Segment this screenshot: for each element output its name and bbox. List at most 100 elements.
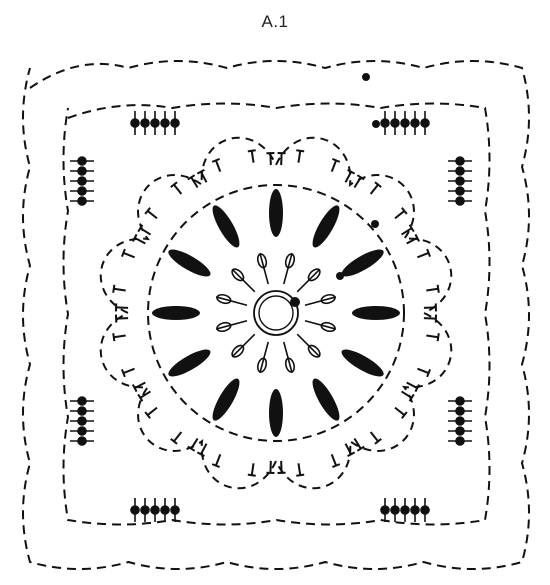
- treble-stitch-bar: [426, 369, 431, 378]
- treble-stitch: [123, 251, 135, 259]
- treble-stitch: [394, 406, 405, 416]
- treble-stitch: [297, 463, 302, 476]
- fan-node: [170, 505, 180, 515]
- puff-cluster: [307, 268, 321, 282]
- bobble-stitch: [341, 349, 384, 377]
- treble-stitch: [113, 287, 126, 292]
- fan-node: [77, 426, 87, 436]
- treble-stitch-bar: [121, 369, 126, 378]
- bobble-stitch: [341, 249, 384, 277]
- treble-stitch-bar: [187, 445, 196, 452]
- fan-node: [77, 186, 87, 196]
- treble-stitch: [369, 431, 379, 442]
- fan-node: [77, 436, 87, 446]
- cluster-stem: [282, 252, 293, 285]
- treble-stitch-bar: [144, 207, 151, 215]
- treble-stitch: [123, 367, 135, 375]
- cluster-stem: [304, 319, 337, 330]
- fan-node: [455, 156, 465, 166]
- treble-stitch-bar: [347, 451, 356, 458]
- treble-stitch-bar: [374, 438, 382, 445]
- treble-stitch-bar: [296, 473, 305, 477]
- treble-stitch-bar: [137, 224, 144, 233]
- treble-stitch-bar: [356, 445, 365, 452]
- treble-stitch-bar: [211, 463, 220, 468]
- treble-stitch: [147, 210, 158, 220]
- cluster-stem: [259, 341, 270, 374]
- puff-cluster: [320, 293, 336, 305]
- treble-stitch: [417, 251, 429, 259]
- cluster-stem: [215, 319, 248, 330]
- treble-stitch: [200, 443, 208, 455]
- fan-node: [400, 505, 410, 515]
- puff-cluster: [320, 321, 336, 333]
- treble-stitch: [113, 334, 126, 339]
- fan-node: [390, 118, 400, 128]
- treble-stitch-bar: [356, 174, 365, 181]
- puff-cluster: [231, 344, 245, 358]
- fan-node: [170, 118, 180, 128]
- treble-stitch-bar: [131, 384, 138, 393]
- treble-stitch-bar: [247, 473, 256, 477]
- treble-stitch-bar: [187, 174, 196, 181]
- bobble-stitch: [312, 205, 340, 248]
- treble-stitch-bar: [347, 168, 356, 175]
- treble-stitch: [134, 237, 146, 245]
- flower-petals-path: [99, 136, 453, 490]
- bobble-stitch: [312, 378, 340, 421]
- treble-stitch: [426, 334, 439, 339]
- fan-node: [77, 406, 87, 416]
- fan-node: [455, 166, 465, 176]
- corner-fans: [70, 111, 472, 522]
- fan-node: [455, 176, 465, 186]
- bobble-stitch: [152, 306, 200, 320]
- puff-cluster: [231, 268, 245, 282]
- cluster-stem: [259, 252, 270, 285]
- treble-stitch-marks: [112, 149, 440, 477]
- treble-stitch-bar: [414, 233, 421, 242]
- fan-node: [130, 505, 140, 515]
- treble-stitch: [200, 171, 208, 183]
- fan-node: [410, 505, 420, 515]
- treble-stitch: [190, 437, 199, 450]
- fan-node: [77, 396, 87, 406]
- treble-stitch-bar: [137, 393, 144, 402]
- fan-node: [150, 505, 160, 515]
- fan-node: [390, 505, 400, 515]
- treble-stitch: [330, 160, 338, 172]
- treble-stitch: [344, 443, 352, 455]
- fan-node: [455, 186, 465, 196]
- cluster-stem: [282, 341, 293, 374]
- treble-stitch-bar: [408, 393, 415, 402]
- bobble-stitch: [212, 378, 240, 421]
- treble-stitch: [344, 171, 352, 183]
- fan-node: [455, 196, 465, 206]
- treble-stitch: [353, 437, 362, 450]
- treble-stitch: [406, 381, 418, 389]
- magic-ring-outer: [253, 290, 299, 336]
- fan-node: [380, 505, 390, 515]
- treble-stitch: [214, 160, 222, 172]
- treble-stitch: [330, 454, 338, 466]
- fan-node: [380, 118, 390, 128]
- outer-scallop-border: [22, 60, 530, 570]
- ring-start-dot: [290, 297, 300, 307]
- bobble-stitch: [352, 306, 400, 320]
- fan-node: [77, 196, 87, 206]
- treble-stitch: [400, 390, 413, 399]
- puff-cluster: [307, 344, 321, 358]
- treble-stitch-bar: [170, 181, 178, 188]
- treble-stitch-bar: [196, 168, 205, 175]
- fan-node: [77, 156, 87, 166]
- slip-stitch-dot: [372, 120, 380, 128]
- chain-circle-round: [147, 184, 405, 442]
- puff-cluster: [256, 253, 268, 269]
- treble-stitch-bar: [247, 149, 256, 153]
- treble-stitch-bar: [131, 233, 138, 242]
- cluster-stem: [296, 268, 321, 293]
- treble-stitch: [190, 176, 199, 189]
- treble-stitch: [173, 184, 183, 195]
- treble-stitch-bar: [401, 411, 408, 419]
- fan-node: [455, 396, 465, 406]
